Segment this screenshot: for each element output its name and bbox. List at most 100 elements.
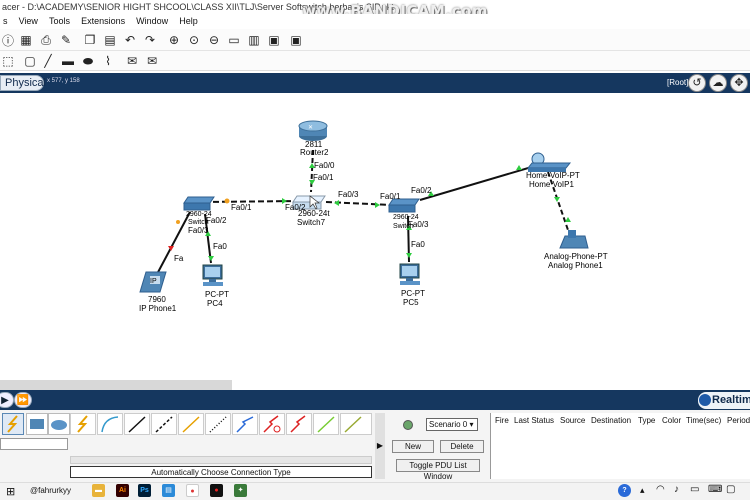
back-icon[interactable]: ↺ [688,74,706,92]
menu-tools[interactable]: Tools [48,16,70,26]
undo-icon[interactable]: ↶ [124,33,136,47]
zoom-reset-icon[interactable]: ⊙ [188,33,200,47]
pdu-panel-toggle-icon[interactable]: ▶ [375,413,385,479]
link-swl-switch7 [203,200,298,203]
zoom-out-icon[interactable]: ⊖ [208,33,220,47]
photoshop-icon[interactable]: Ps [138,484,151,497]
file-explorer-icon[interactable]: ▬ [92,484,105,497]
drawing-toolbar: ⬚ ▢ ╱ ▬ ⬬ ⌇ ✉ ✉ [0,51,750,71]
ellipse-icon[interactable]: ⬬ [82,53,94,68]
scenario-status-icon [403,420,413,430]
wifi-icon[interactable]: ◠ [656,484,665,495]
menu-help[interactable]: Help [179,16,198,26]
straight-cable-icon[interactable] [124,413,150,435]
end-devices-category-icon[interactable] [26,413,48,435]
menu-view[interactable]: View [18,16,38,26]
keyboard-icon[interactable]: ⌨ [708,484,723,495]
power-cycle-icon[interactable]: ▶ [0,392,14,408]
toggle-pdu-list-button[interactable]: Toggle PDU List Window [396,459,480,481]
copy-icon[interactable]: ❐ [84,33,96,47]
fiber-cable-icon[interactable] [178,413,204,435]
cursor-coordinates: x 577, y 158 [47,78,80,84]
network-icon[interactable]: ▦ [20,33,32,47]
phone-cable-icon[interactable] [205,413,231,435]
rectangle-icon[interactable]: ▬ [62,54,74,68]
connection-type-label: Automatically Choose Connection Type [70,466,372,478]
line-icon[interactable]: ╱ [44,54,52,68]
realtime-tab[interactable]: Realtime [698,392,750,409]
viewport-icon[interactable]: ✥ [730,74,748,92]
switch-left[interactable]: 2960-24 Switch [183,196,215,226]
physical-tab[interactable]: Physical [0,75,46,91]
logical-workspace[interactable]: ✕ 2811 Router2 2960-24t Switch7 2960-24 … [0,93,750,390]
new-scenario-button[interactable]: New [392,440,434,453]
custom-device-icon[interactable]: ▥ [248,33,260,47]
notification-icon[interactable]: ▢ [726,484,736,495]
wizard-icon[interactable]: ✎ [60,33,72,47]
network-links [155,149,569,277]
pc4-name-label: PC4 [207,299,223,308]
wan-emulation-category-icon[interactable] [48,413,70,435]
auto-cable-icon[interactable] [70,413,96,435]
view-icon[interactable]: ▣ [290,33,302,47]
os-taskbar [0,482,750,500]
menu-extensions[interactable]: Extensions [81,16,126,26]
ip-phone-7960[interactable]: IP 7960 IP Phone1 [139,271,177,313]
note-icon[interactable]: ▢ [24,54,36,68]
home-voip[interactable]: Home-VoIP-PT Home VoIP1 [526,152,580,189]
zoom-in-icon[interactable]: ⊕ [168,33,180,47]
pdu-column-header: Time(sec) [686,416,722,425]
freeform-icon[interactable]: ⌇ [105,54,111,68]
help-icon[interactable]: ? [618,484,631,497]
root-label[interactable]: [Root] [667,78,689,87]
scenario-select-value: Scenario 0 [429,420,468,429]
add-complex-pdu-icon[interactable]: ✉ [146,54,158,68]
pc5[interactable]: PC-PT PC5 [399,263,425,307]
illustrator-icon[interactable]: Ai [116,484,129,497]
task-view-icon[interactable]: ⊞ [6,486,16,498]
bandicam-icon[interactable]: ● [210,484,223,497]
analog-phone[interactable]: Analog-Phone-PT Analog Phone1 [544,230,608,270]
image-icon[interactable]: ▣ [268,33,280,47]
port-label: Fa0/3 [188,226,209,235]
pc4[interactable]: PC-PT PC4 [202,264,229,308]
delete-scenario-button[interactable]: Delete [440,440,484,453]
select-icon[interactable]: ⬚ [2,54,14,68]
volume-icon[interactable]: ♪ [674,484,679,495]
serial-dte-cable-icon[interactable] [286,413,312,435]
cluster-icon[interactable]: ☁ [709,74,727,92]
scenario-select[interactable]: Scenario 0 ▾ [426,418,478,431]
serial-dce-cable-icon[interactable] [259,413,285,435]
usb-cable-icon[interactable] [340,413,372,435]
device-search-input[interactable] [0,438,68,450]
link-swr-homevoip [419,165,536,201]
pdu-column-header: Color [662,416,682,425]
port-label: Fa0/1 [231,203,252,212]
console-cable-icon[interactable] [97,413,123,435]
tray-overflow-icon[interactable]: ▴ [640,485,645,495]
router-model-label: 2811 [305,140,323,149]
print-icon[interactable]: ⎙ [41,32,51,47]
cable-horizontal-scrollbar[interactable] [70,456,372,464]
switch7[interactable]: 2960-24t Switch7 [292,195,330,227]
info-icon[interactable]: ⓘ [1,33,14,48]
packet-tracer-icon[interactable]: ✦ [234,484,247,497]
connections-category-icon[interactable] [2,413,24,435]
battery-icon[interactable]: ▭ [690,484,700,495]
chrome-icon[interactable]: ● [186,484,199,497]
octal-cable-icon[interactable] [313,413,339,435]
palette-icon[interactable]: ▭ [228,33,240,47]
menu-file[interactable]: s [3,16,8,26]
coaxial-cable-icon[interactable] [232,413,258,435]
paste-icon[interactable]: ▤ [104,33,116,47]
router-2811[interactable]: ✕ 2811 Router2 [298,120,329,157]
menu-window[interactable]: Window [136,16,169,26]
app-icon[interactable]: ▤ [162,484,175,497]
switch-right[interactable]: 2960-24 Switch [388,198,420,230]
switch7-model-label: 2960-24t [298,209,330,218]
crossover-cable-icon[interactable] [151,413,177,435]
add-simple-pdu-icon[interactable]: ✉ [126,54,138,68]
workspace-horizontal-scrollbar[interactable] [0,380,232,390]
fast-forward-icon[interactable]: ⏩ [14,392,32,408]
redo-icon[interactable]: ↷ [144,33,156,47]
